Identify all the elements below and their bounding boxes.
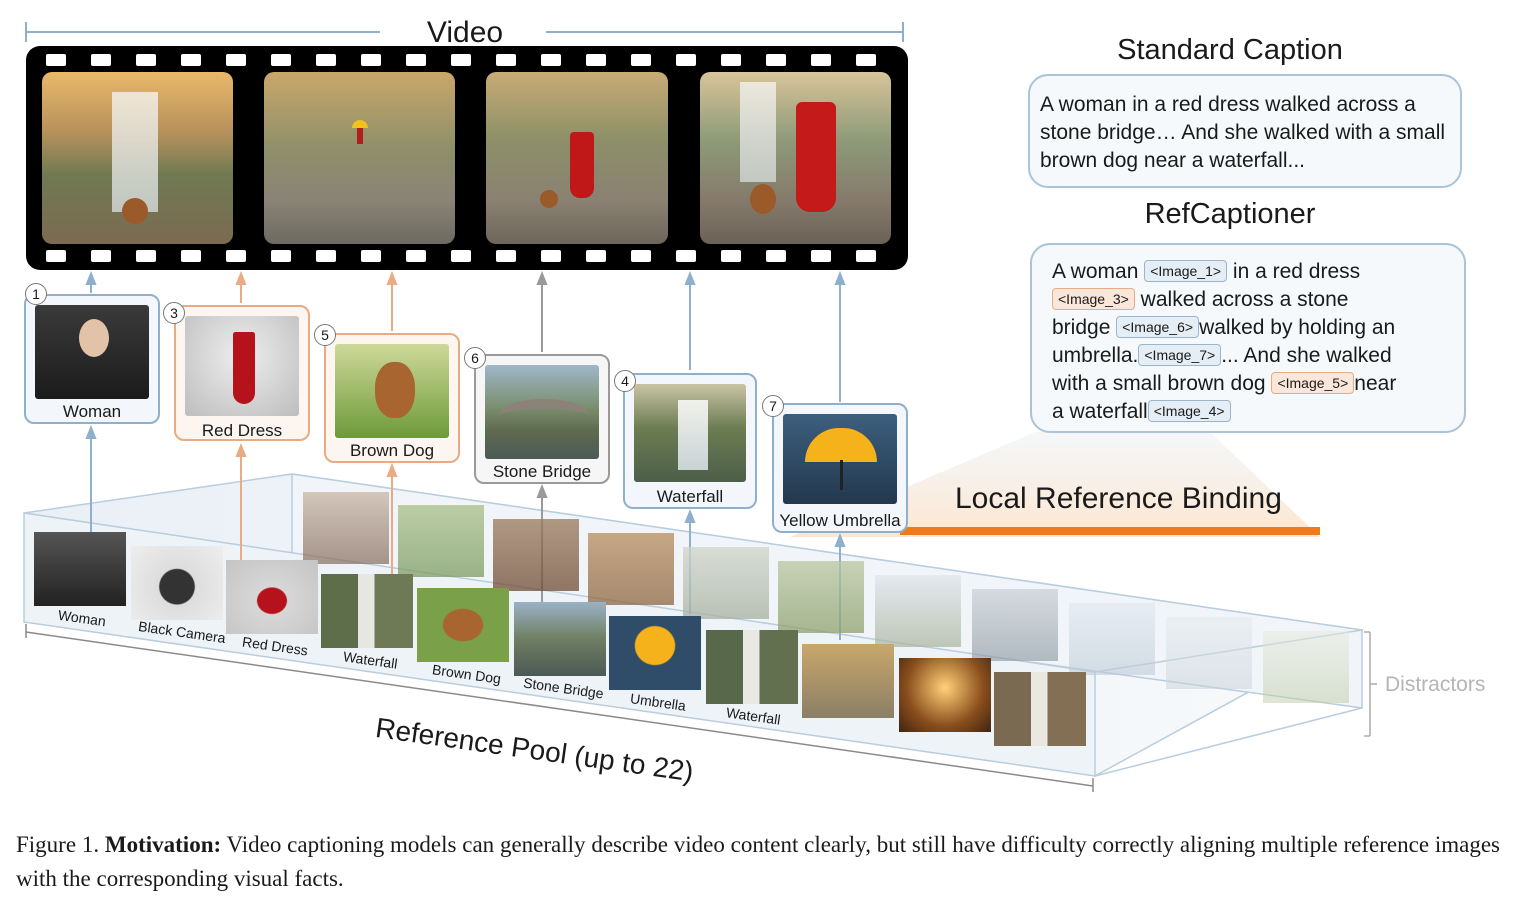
refcap-text: A woman xyxy=(1052,260,1145,283)
image-ref-tag: <Image_7> xyxy=(1138,344,1222,366)
pool-image-black-camera xyxy=(131,546,223,620)
pool-image-red-dress xyxy=(226,560,318,634)
ref-card-label: Red Dress xyxy=(201,421,283,440)
refcaptioner-title: RefCaptioner xyxy=(1144,198,1316,230)
ref-card-waterfall: Waterfall xyxy=(623,373,757,509)
ref-number-badge: 3 xyxy=(163,302,185,324)
yellow-umbrella-thumbnail xyxy=(783,414,897,504)
image-ref-tag: <Image_4> xyxy=(1147,400,1231,422)
pool-distractor-image xyxy=(972,589,1058,661)
stone-bridge-thumbnail xyxy=(485,365,599,459)
image-ref-tag: <Image_1> xyxy=(1144,260,1228,282)
pool-distractor-image xyxy=(1263,631,1349,703)
video-title: Video xyxy=(426,16,504,49)
pool-distractor-image xyxy=(398,505,484,577)
figure-caption-text: Video captioning models can generally de… xyxy=(16,832,1500,891)
pool-image-sunlit-forest xyxy=(899,658,991,732)
video-frame-4 xyxy=(700,72,891,244)
ref-card-label: Waterfall xyxy=(656,487,724,506)
pool-image-woman xyxy=(34,532,126,606)
pool-distractor-image xyxy=(1069,603,1155,675)
pool-image-waterfall-2 xyxy=(706,630,798,704)
refcap-text: bridge xyxy=(1052,316,1117,339)
ref-card-label: Woman xyxy=(62,402,122,421)
pool-image-bridge-umbrella xyxy=(802,644,894,718)
ref-number-badge: 4 xyxy=(614,370,636,392)
pool-image-stone-bridge xyxy=(514,602,606,676)
ref-number-badge: 5 xyxy=(314,324,336,346)
distractors-label: Distractors xyxy=(1385,673,1486,696)
standard-caption-box: A woman in a red dress walked across a s… xyxy=(1028,74,1462,188)
woman-thumbnail xyxy=(35,305,149,399)
refcap-text: walked by holding an xyxy=(1199,316,1396,339)
refcap-text: umbrella. xyxy=(1052,344,1139,367)
ref-number-badge: 1 xyxy=(25,283,47,305)
ref-card-label: Brown Dog xyxy=(349,441,435,460)
filmstrip-perforations xyxy=(46,54,876,262)
video-frame-3 xyxy=(486,72,668,244)
ref-card-brown-dog: Brown Dog xyxy=(324,333,460,463)
refcap-text: near xyxy=(1354,372,1397,395)
video-filmstrip xyxy=(26,46,908,270)
pool-distractor-image xyxy=(683,547,769,619)
standard-caption-title: Standard Caption xyxy=(1117,34,1343,66)
image-ref-tag: <Image_3> xyxy=(1052,288,1135,310)
pool-image-waterfall-3 xyxy=(994,672,1086,746)
ref-number-badge: 7 xyxy=(762,395,784,417)
pool-distractor-image xyxy=(1166,617,1252,689)
standard-caption-text: A woman in a red dress walked across a s… xyxy=(1040,93,1446,172)
pool-image-umbrella xyxy=(609,616,701,690)
ref-number-badge: 6 xyxy=(464,347,486,369)
figure-caption-prefix: Figure 1. xyxy=(16,832,100,857)
pool-image-waterfall xyxy=(321,574,413,648)
pool-image-brown-dog xyxy=(417,588,509,662)
pool-distractor-image xyxy=(588,533,674,605)
figure-caption-bold: Motivation: xyxy=(104,832,222,857)
pool-distractor-image xyxy=(303,492,389,564)
ref-card-yellow-umbrella: Yellow Umbrella xyxy=(772,403,908,533)
refcap-text: walked across a stone xyxy=(1134,288,1349,311)
figure-caption: Figure 1. Motivation: Video captioning m… xyxy=(16,828,1500,896)
refcap-text: ... And she walked xyxy=(1221,344,1392,367)
pool-distractor-image xyxy=(778,561,864,633)
ref-card-woman: Woman xyxy=(24,294,160,424)
ref-card-label: Yellow Umbrella xyxy=(779,511,901,530)
pool-distractor-image xyxy=(493,519,579,591)
local-reference-binding-label: Local Reference Binding xyxy=(955,482,1282,515)
refcap-text: with a small brown dog xyxy=(1052,372,1272,395)
pool-distractor-image xyxy=(875,575,961,647)
waterfall-thumbnail xyxy=(634,384,746,482)
refcaptioner-box: A woman <Image_1> in a red dress <Image_… xyxy=(1030,243,1466,433)
video-frame-1 xyxy=(42,72,233,244)
image-ref-tag: <Image_5> xyxy=(1271,372,1355,394)
ref-card-stone-bridge: Stone Bridge xyxy=(474,354,610,484)
brown-dog-thumbnail xyxy=(335,344,449,438)
ref-card-label: Stone Bridge xyxy=(492,462,592,481)
refcap-text: a waterfall xyxy=(1052,400,1148,423)
ref-card-red-dress: Red Dress xyxy=(174,305,310,441)
video-frame-2 xyxy=(264,72,455,244)
refcap-text: in a red dress xyxy=(1227,260,1361,283)
red-dress-thumbnail xyxy=(185,316,299,416)
image-ref-tag: <Image_6> xyxy=(1116,316,1200,338)
